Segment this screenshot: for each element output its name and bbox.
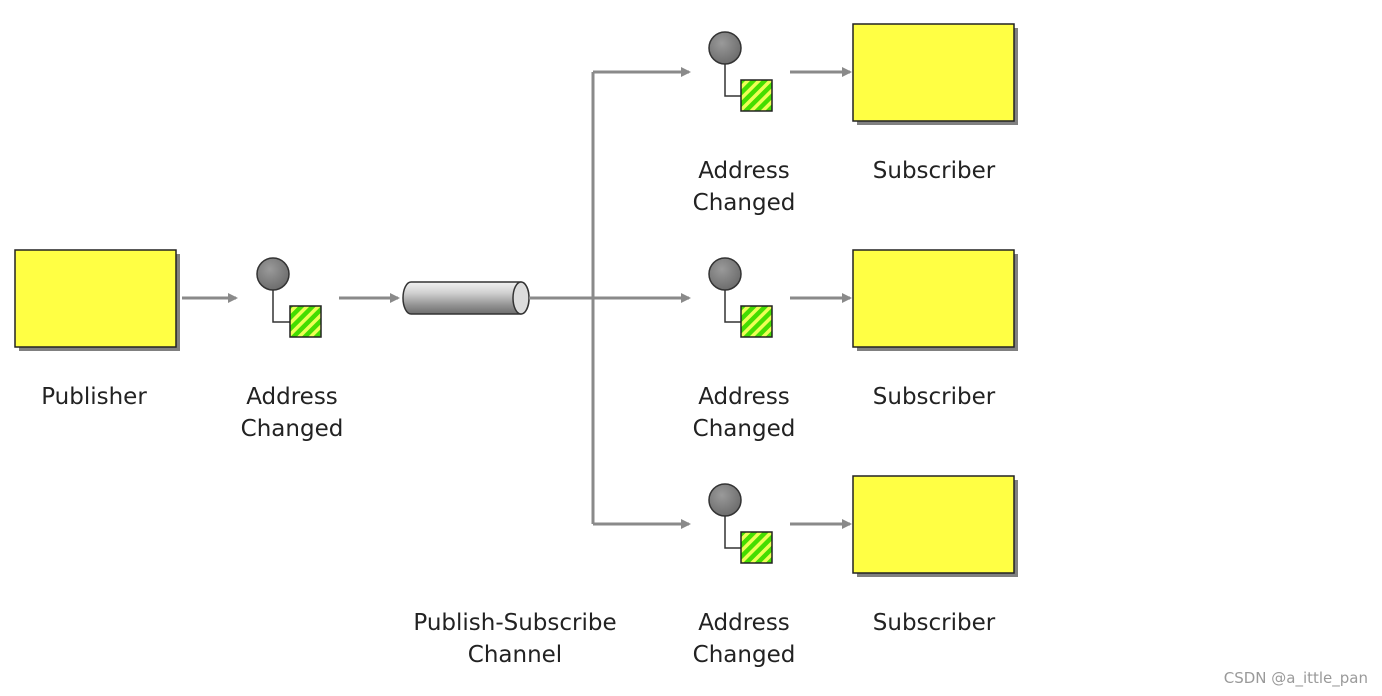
- message-label: Address Changed: [692, 158, 796, 216]
- message-icon: [708, 483, 773, 564]
- message-icon: [708, 31, 773, 112]
- message-label: Address Changed: [692, 610, 796, 668]
- fanout-connectors: [529, 67, 691, 529]
- message-icon: [256, 257, 322, 338]
- publisher-box: [14, 249, 180, 351]
- subscriber-label: Subscriber: [872, 610, 996, 636]
- message-label: Address Changed: [240, 384, 344, 442]
- subscriber-label: Subscriber: [872, 384, 996, 410]
- subscriber-label: Subscriber: [872, 158, 996, 184]
- subscriber-box: [852, 475, 1018, 577]
- publisher-label: Publisher: [41, 384, 147, 410]
- subscriber-box: [852, 249, 1018, 351]
- message-label: Address Changed: [692, 384, 796, 442]
- message-icon: [708, 257, 773, 338]
- channel-pipe-icon: [402, 281, 530, 315]
- subscriber-box: [852, 23, 1018, 125]
- watermark-text: CSDN @a_ittle_pan: [1223, 669, 1368, 687]
- channel-label: Publish-Subscribe Channel: [413, 610, 617, 668]
